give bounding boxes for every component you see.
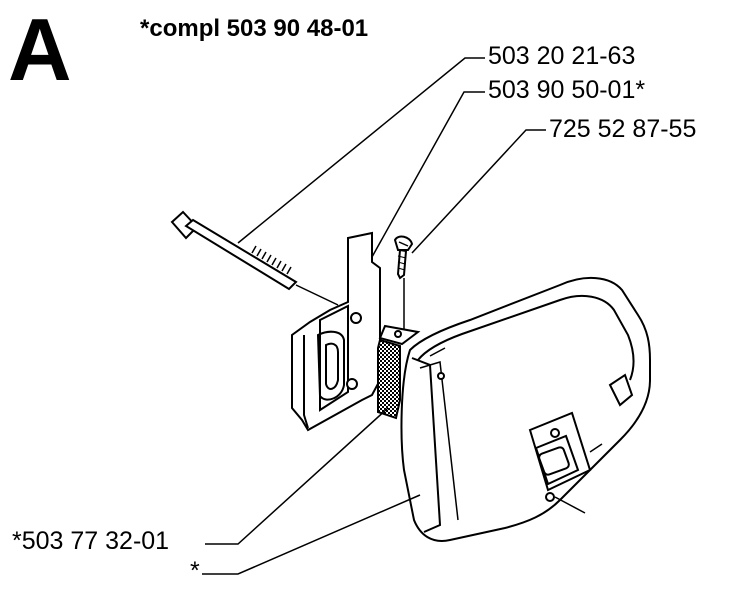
part-number-muffler: * [190, 557, 200, 585]
muffler-edge-lines [429, 347, 603, 514]
heat-shield-plate [291, 231, 381, 432]
muffler-body [400, 276, 651, 542]
screw [393, 235, 414, 280]
part-number-spark-arrestor: *503 77 32-01 [12, 527, 170, 555]
long-bolt [170, 210, 298, 291]
bolt-axis-line [295, 284, 339, 306]
bolt-threads [251, 245, 292, 275]
part-number-long-bolt: 503 20 21-63 [488, 42, 636, 70]
part-number-heat-shield: 503 90 50-01* [488, 76, 646, 104]
section-letter: A [8, 0, 72, 99]
spark-arrestor-screen [377, 324, 421, 420]
assembly-number: *compl 503 90 48-01 [140, 15, 369, 42]
part-number-screw: 725 52 87-55 [549, 115, 697, 143]
leader-lines [202, 57, 546, 575]
